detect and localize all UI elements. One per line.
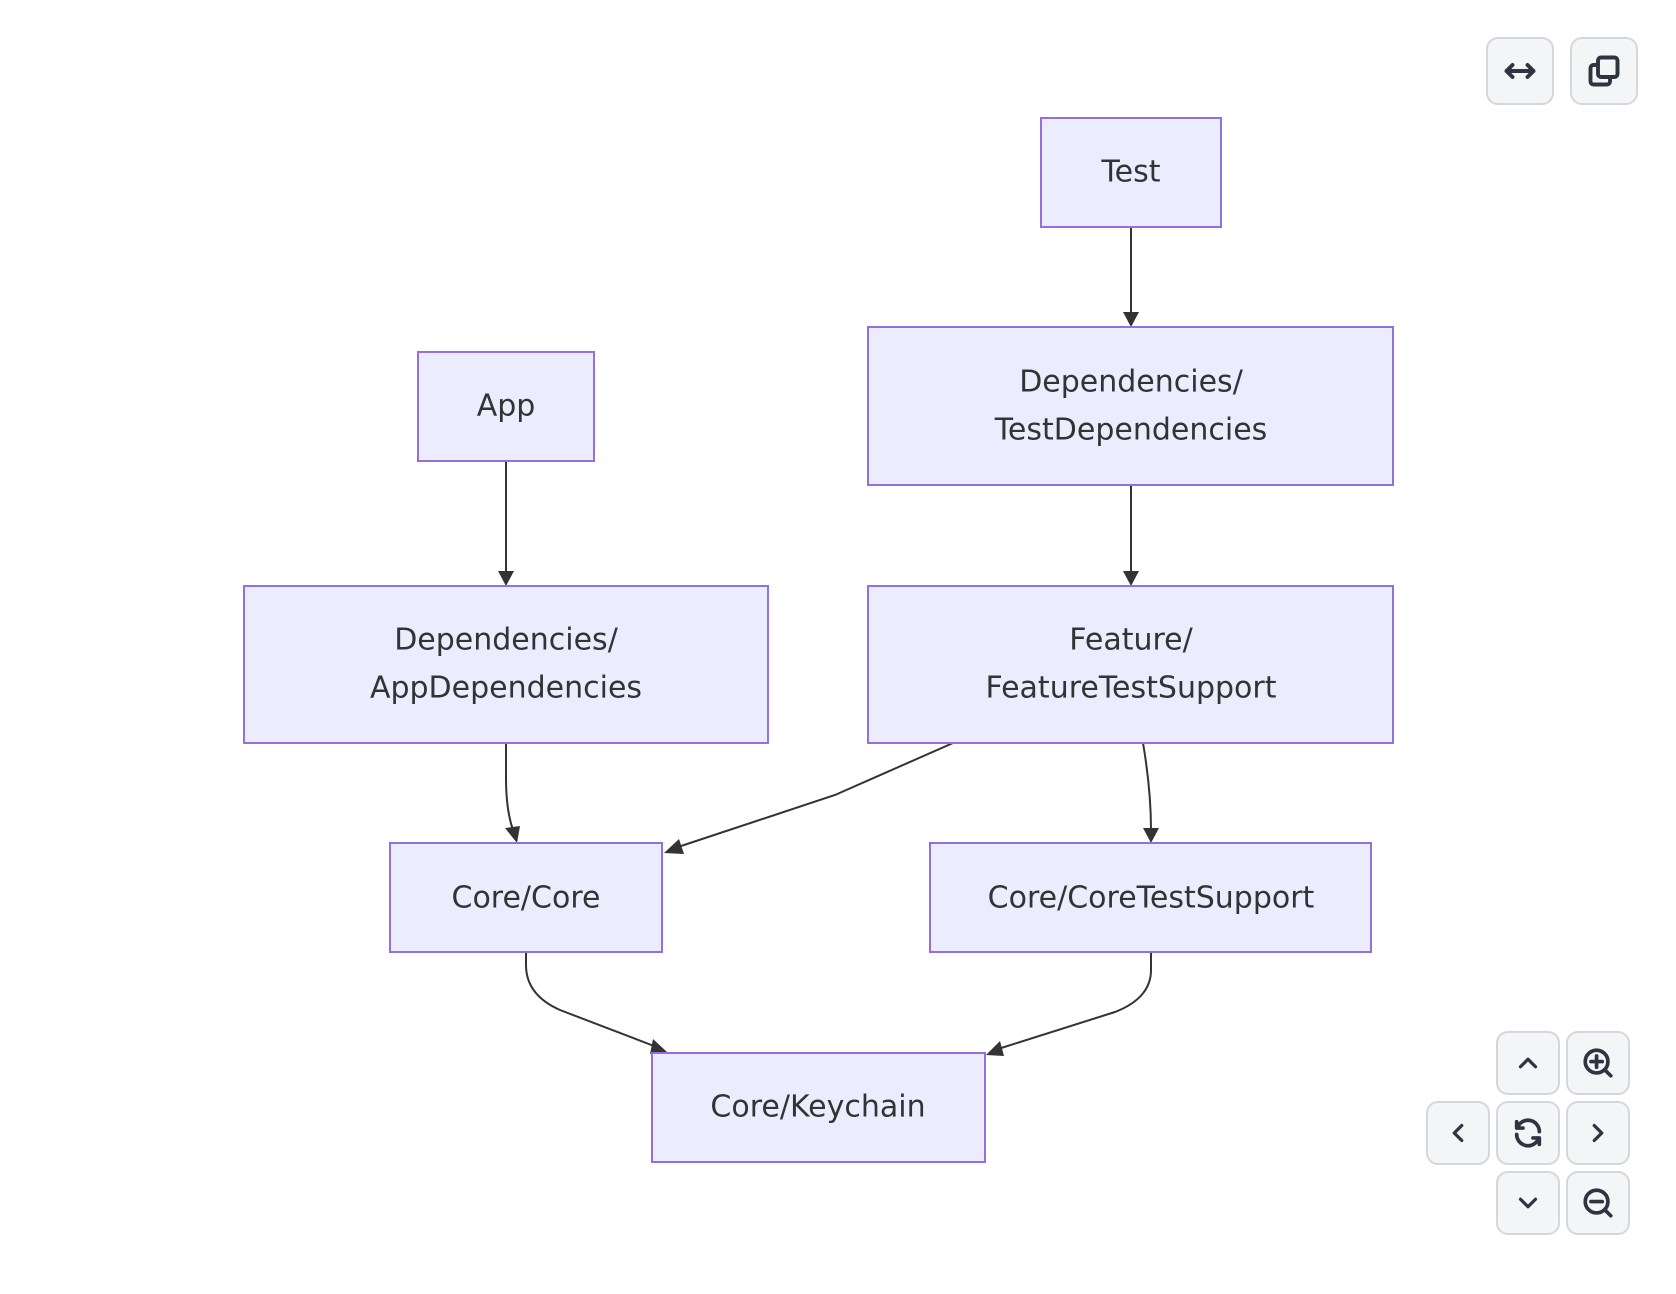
node-core-test-support[interactable]: Core/CoreTestSupport xyxy=(929,842,1372,953)
node-core-core[interactable]: Core/Core xyxy=(389,842,663,953)
arrowhead xyxy=(505,826,520,843)
node-feature-test-support[interactable]: Feature/ FeatureTestSupport xyxy=(867,585,1394,744)
node-label-line-1: Feature/ xyxy=(1069,623,1193,658)
edge-app-dependencies-to-core-core xyxy=(505,743,514,831)
node-label-line-2: FeatureTestSupport xyxy=(985,671,1276,706)
arrows-horizontal-icon xyxy=(1504,63,1536,79)
pan-down-button[interactable] xyxy=(1496,1171,1560,1235)
pan-right-button[interactable] xyxy=(1566,1101,1630,1165)
arrowhead xyxy=(1143,828,1159,843)
node-label-line-1: Dependencies/ xyxy=(1019,365,1244,400)
arrowhead xyxy=(1123,571,1139,586)
edge-core-test-support-to-core-keychain xyxy=(997,952,1152,1050)
arrowhead xyxy=(986,1041,1004,1056)
node-label: Core/Core xyxy=(452,881,601,916)
arrowhead xyxy=(650,1039,667,1054)
reset-view-button[interactable] xyxy=(1496,1101,1560,1165)
chevron-left-icon xyxy=(1452,1123,1464,1143)
zoom-in-icon xyxy=(1583,1048,1613,1078)
arrowhead xyxy=(664,839,684,854)
copy-icon xyxy=(1588,55,1620,87)
node-label-line-2: AppDependencies xyxy=(370,671,642,706)
zoom-out-icon xyxy=(1583,1188,1613,1218)
chevron-up-icon xyxy=(1518,1057,1538,1069)
node-label-line-2: TestDependencies xyxy=(994,413,1268,448)
node-label: Test xyxy=(1100,155,1160,190)
fit-width-button[interactable] xyxy=(1486,37,1554,105)
node-label: Core/Keychain xyxy=(710,1090,925,1125)
node-test-dependencies[interactable]: Dependencies/ TestDependencies xyxy=(867,326,1394,486)
edge-feature-test-support-to-core-core xyxy=(674,742,954,849)
edges xyxy=(498,228,1159,1056)
zoom-in-button[interactable] xyxy=(1566,1031,1630,1095)
copy-button[interactable] xyxy=(1570,37,1638,105)
node-label-line-1: Dependencies/ xyxy=(394,623,619,658)
pan-left-button[interactable] xyxy=(1426,1101,1490,1165)
node-app[interactable]: App xyxy=(417,351,595,462)
zoom-out-button[interactable] xyxy=(1566,1171,1630,1235)
pan-up-button[interactable] xyxy=(1496,1031,1560,1095)
arrowhead xyxy=(1123,312,1139,327)
edge-feature-test-support-to-core-test-support xyxy=(1142,742,1152,831)
chevron-right-icon xyxy=(1592,1123,1604,1143)
node-test[interactable]: Test xyxy=(1040,117,1222,228)
chevron-down-icon xyxy=(1518,1197,1538,1209)
node-label: App xyxy=(477,389,536,424)
node-label: Core/CoreTestSupport xyxy=(988,881,1315,916)
node-core-keychain[interactable]: Core/Keychain xyxy=(651,1052,986,1163)
node-app-dependencies[interactable]: Dependencies/ AppDependencies xyxy=(243,585,769,744)
arrowhead xyxy=(498,571,514,586)
edge-core-core-to-core-keychain xyxy=(525,952,655,1047)
refresh-icon xyxy=(1514,1118,1542,1148)
